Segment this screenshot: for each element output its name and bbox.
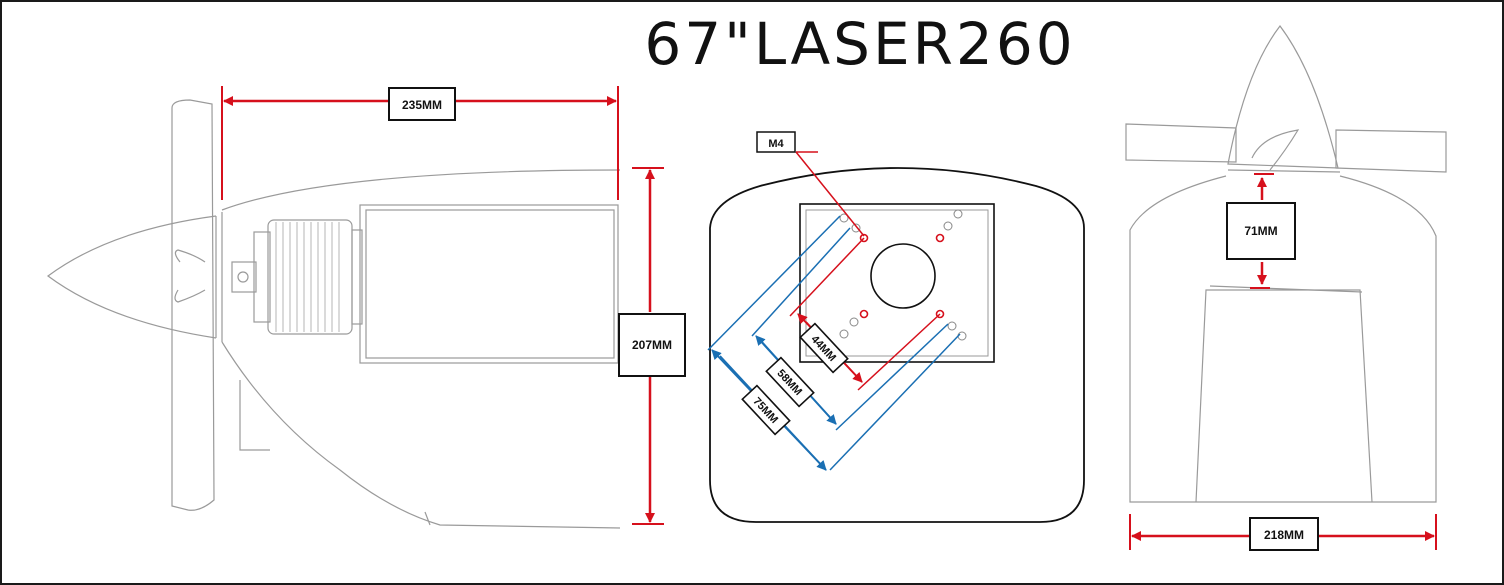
height-label: 207MM xyxy=(632,338,672,352)
center-hole xyxy=(870,243,936,309)
spinner xyxy=(46,215,217,339)
cowl-top-outline xyxy=(1129,175,1437,503)
propeller-blade xyxy=(171,99,215,511)
propeller-left xyxy=(1125,123,1237,163)
spinner-gap-label: 71MM xyxy=(1244,224,1277,238)
width-label: 218MM xyxy=(1264,528,1304,542)
spinner-top xyxy=(1227,25,1339,169)
cowl-bottom-outline xyxy=(221,341,621,529)
cowl-top-outline xyxy=(221,169,621,211)
front-view: M4 44MM 58MM 75MM xyxy=(707,131,1085,523)
width-dimension: 218MM xyxy=(1129,514,1437,551)
spinner-gap-dimension: 71MM xyxy=(1226,173,1296,289)
drawing-title: 67"LASER260 xyxy=(644,10,1076,78)
length-dimension: 235MM xyxy=(221,86,619,200)
top-view xyxy=(1125,25,1447,503)
screw-label: M4 xyxy=(768,138,784,150)
propeller-right xyxy=(1335,129,1447,173)
firewall-outline xyxy=(709,167,1085,523)
side-view xyxy=(46,99,621,529)
height-dimension: 207MM xyxy=(618,167,686,525)
length-label: 235MM xyxy=(402,98,442,112)
